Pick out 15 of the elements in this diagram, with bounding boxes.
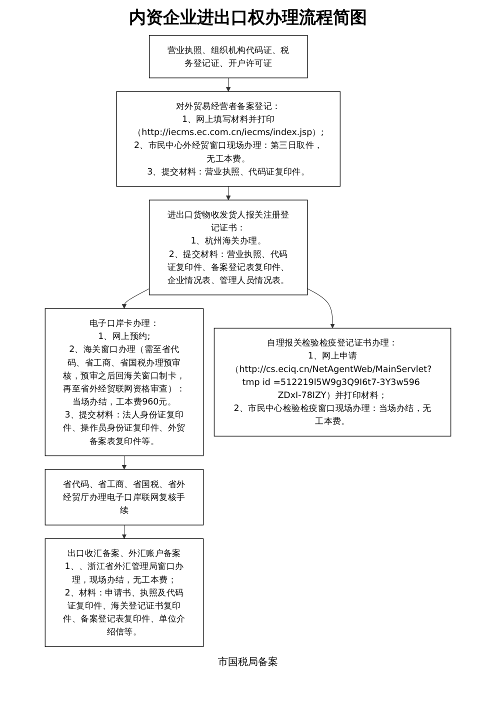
arrow bbox=[122, 288, 150, 309]
node-box: 自理报关检验检疫登记证书办理： 1、网上申请（http://cs.eciq.cn/NetAgentWeb/MainServlet? tmp id =512219l5W9g3Q9I6t7-3Y3w596 ZDxI-78IZY）并打印材料； 2、市民中心检验检疫窗口现场办理：当场办结，无工本费。 bbox=[214, 328, 452, 436]
arrow bbox=[226, 186, 231, 200]
arrow bbox=[226, 78, 231, 92]
node-box: 营业执照、组织机构代码证、税务登记证、开户许可证 bbox=[148, 35, 308, 78]
node-box: 进出口货物收发货人报关注册登记证书： 1、杭州海关办理。 2、提交材料：营业执照、代码证复印件、备案登记表复印件、企业情况表、管理人员情况表。 bbox=[148, 200, 308, 296]
arrow bbox=[122, 456, 127, 470]
node-box: 对外贸易经营者备案登记： 1、网上填写材料并打印（http://iecms.ec.com.cn/iecms/index.jsp）; 2、市民中心外经贸窗口现场办理：第三日取件，无工本费。 3、提交材料：营业执照、代码证复印件。 bbox=[116, 91, 340, 187]
diagram-title: 内资企业进出口权办理流程简图 bbox=[128, 7, 368, 29]
footer-note: 市国税局备案 bbox=[217, 656, 279, 669]
node-box: 出口收汇备案、外汇账户备案 1、、浙江省外汇管理局窗口办理，现场办结，无工本费； 2、材料：申请书、执照及代码证复印件、海关登记证书复印件、备案登记表复印件、单位介绍信等。 bbox=[44, 538, 204, 647]
node-box: 省代码、省工商、省国税、省外经贸厅办理电子口岸联网复核手续 bbox=[44, 469, 204, 526]
arrow bbox=[307, 288, 335, 328]
arrow bbox=[122, 524, 127, 539]
node-box: 电子口岸卡办理： 1、网上预约; 2、海关窗口办理（需至省代码、省工商、省国税办理预审核，预审之后回海关窗口制卡，再至省外经贸联网资格审查）：当场办结，工本费960元。 3、提交材料：法人身份证复印件、操作员身份证复印件、外贸备案表复印件等。 bbox=[44, 308, 204, 456]
